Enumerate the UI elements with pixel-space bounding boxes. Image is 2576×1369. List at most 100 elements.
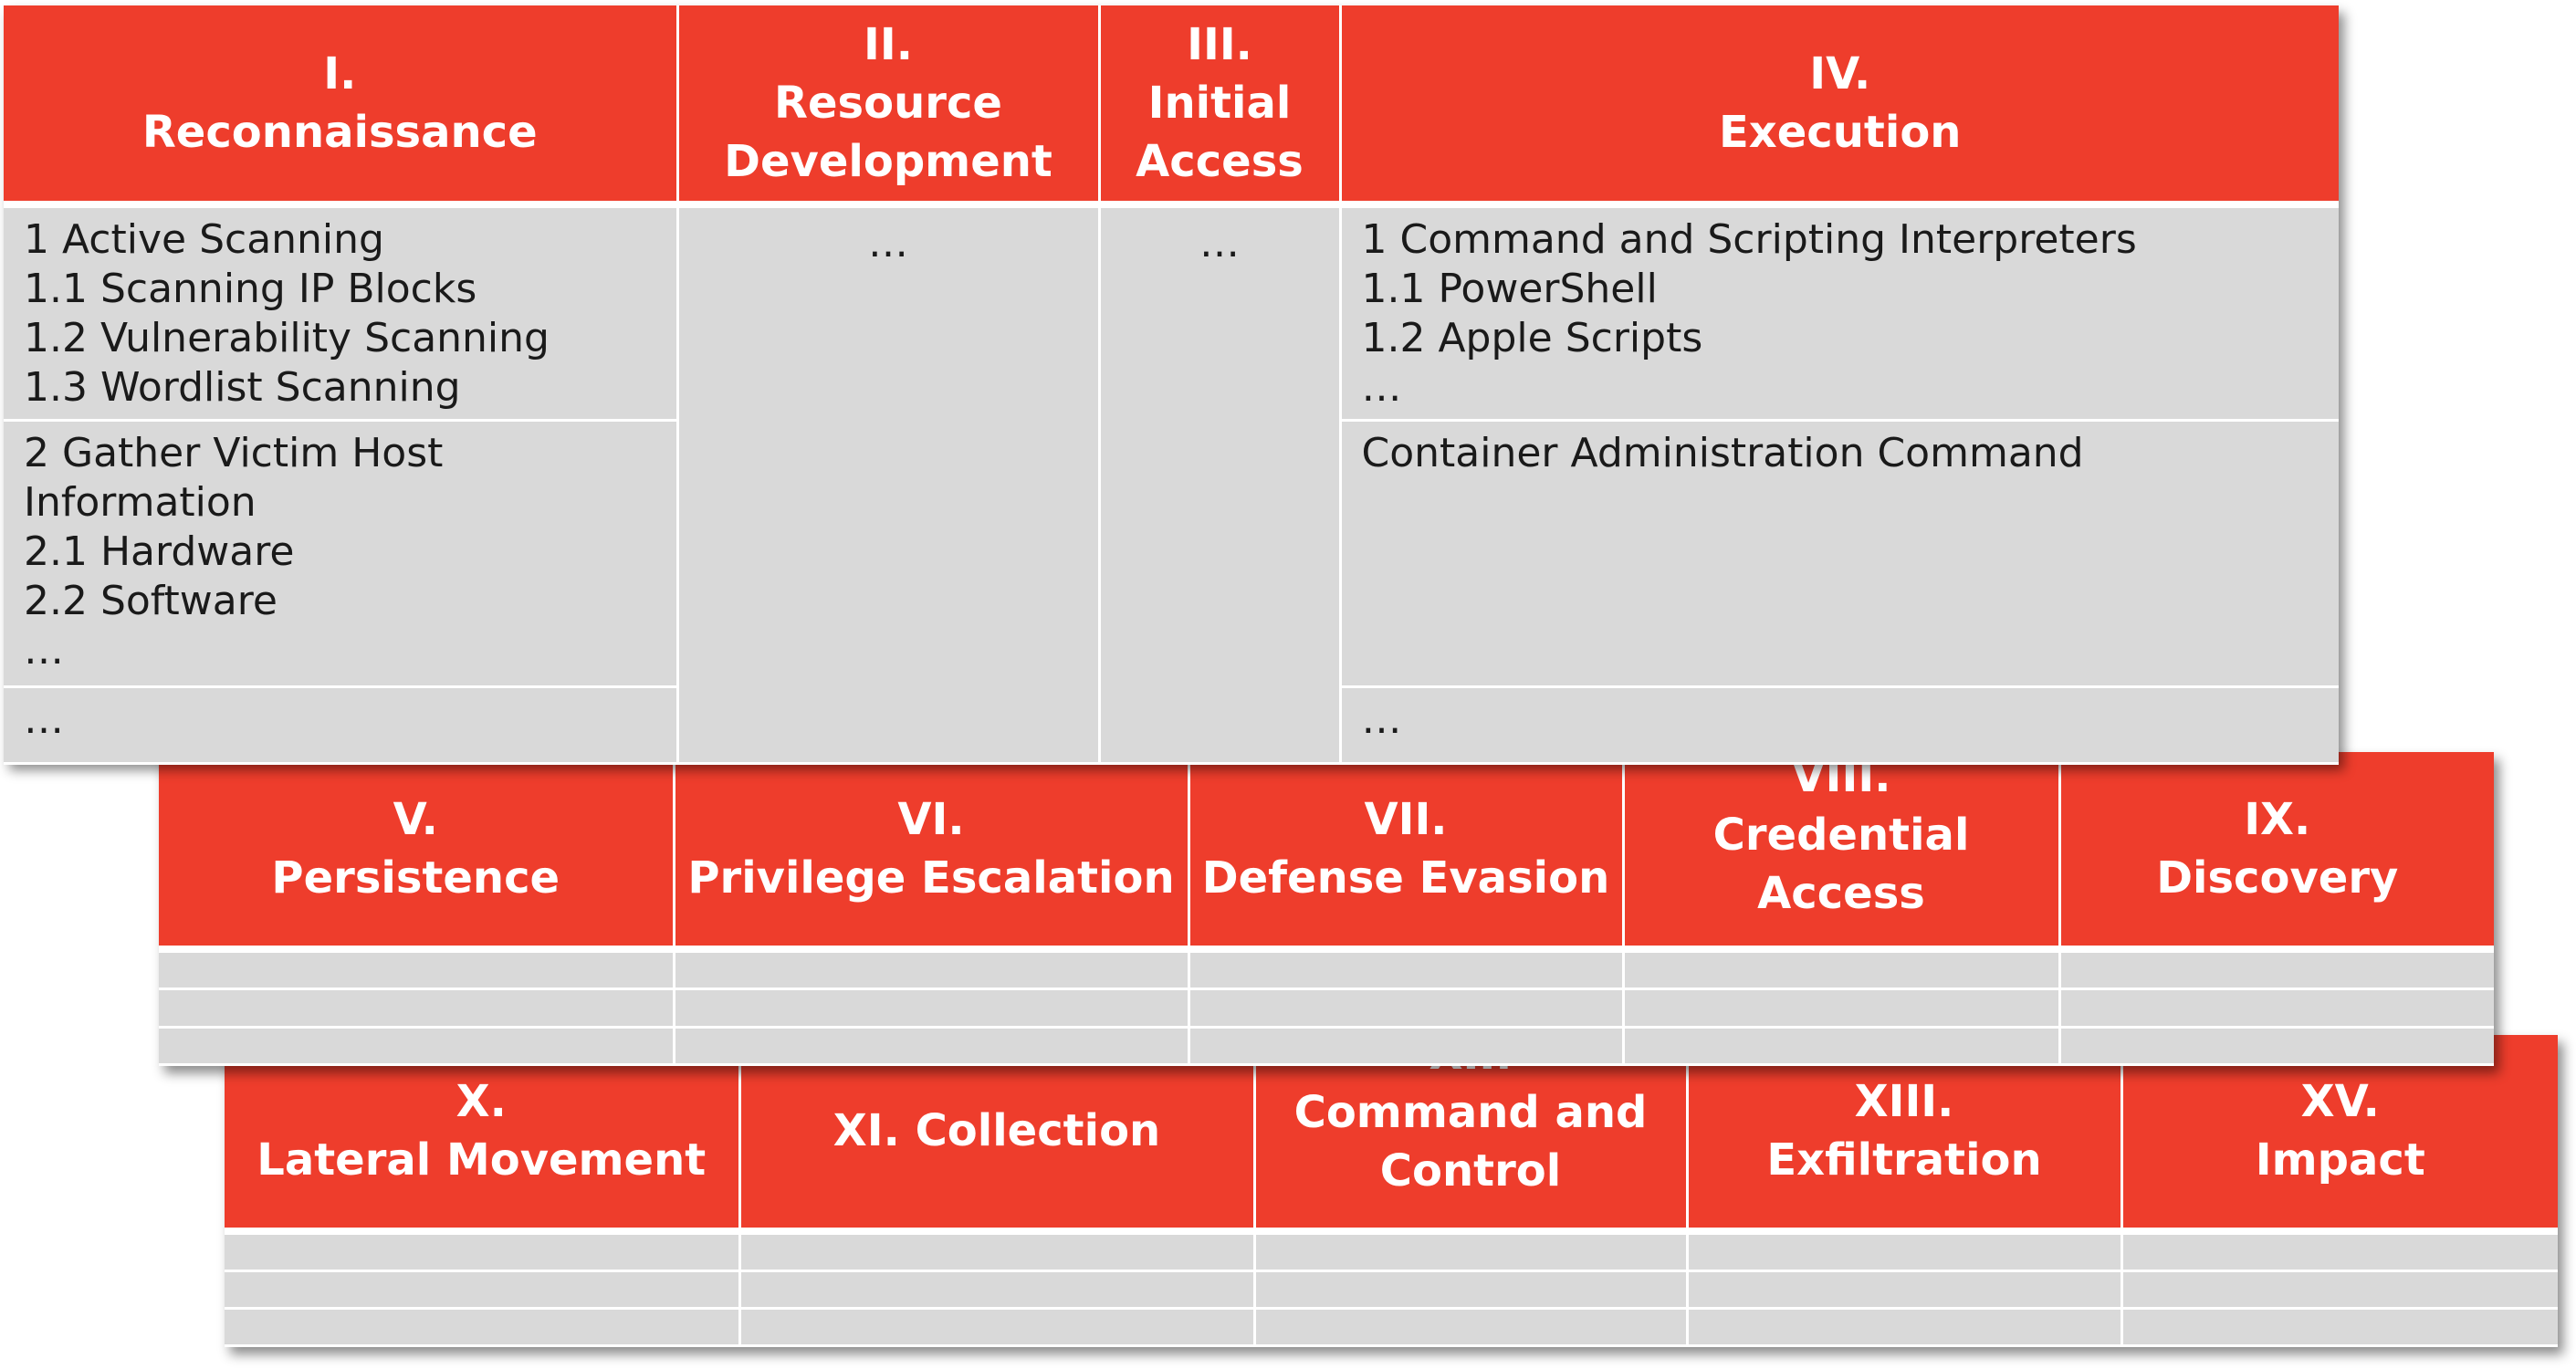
tactics-table-2: V. Persistence VI. Privilege Escalation VI… [159,752,2494,1067]
header-title: Command and Control [1293,1087,1648,1197]
header-number: V. [393,793,438,845]
empty-cell [2121,1308,2558,1348]
header-title: Credential Access [1712,809,1970,919]
header-title: Initial Access [1136,78,1304,187]
empty-cell [674,988,1190,1029]
table-row [159,948,2494,991]
technique-cell: 1 Active Scanning 1.1 Scanning IP Blocks… [4,204,679,422]
technique-line: 1 Active Scanning [24,216,384,263]
header-defense-evasion: VII. Defense Evasion [1189,752,1625,953]
technique-line: Container Administration Command [1361,429,2084,476]
empty-cell [1254,1308,1689,1348]
tactics-table-1-grid: I.Reconnaissance II. Resource Development… [4,5,2339,765]
empty-cell [1189,988,1625,1029]
empty-cell [1687,1308,2123,1348]
header-title: XI. Collection [832,1105,1161,1157]
empty-cell [159,948,675,991]
header-lateral-movement: X.Lateral Movement [225,1035,741,1235]
technique-line: 1.2 Apple Scripts [1361,315,1703,361]
empty-cell [225,1270,741,1310]
header-initial-access: III. Initial Access [1099,5,1342,208]
header-title: Privilege Escalation [687,852,1175,904]
ellipsis-text: … [1361,695,1402,743]
technique-line: 1.1 PowerShell [1361,266,1658,312]
table-row [159,988,2494,1029]
header-number: VII. [1364,793,1448,845]
empty-cell [1189,1027,1625,1067]
table-row: 2 Gather Victim Host Information 2.1 Har… [4,420,2339,688]
header-persistence: V. Persistence [159,752,675,953]
technique-line: 1.1 Scanning IP Blocks [24,266,477,312]
empty-cell [159,988,675,1029]
header-number: VI. [897,793,965,845]
empty-cell [2121,1270,2558,1310]
technique-line: 1.3 Wordlist Scanning [24,364,461,411]
empty-cell [1254,1230,1689,1272]
header-reconnaissance: I.Reconnaissance [4,5,679,208]
header-number: III. [1187,19,1252,70]
header-title: Defense Evasion [1201,852,1610,904]
technique-line: 2.2 Software [24,577,277,624]
empty-cell [225,1230,741,1272]
header-collection: XI. Collection [739,1035,1256,1235]
empty-cell [1623,988,2061,1029]
table-row [225,1308,2558,1348]
tactics-table-2-grid: V. Persistence VI. Privilege Escalation VI… [159,752,2494,1067]
header-credential-access: VIII.Credential Access [1623,752,2061,953]
empty-cell [2059,948,2494,991]
empty-cell [739,1308,1256,1348]
ellipsis-text: … [1199,220,1240,266]
ellipsis-text: … [868,220,908,266]
header-impact: XV.Impact [2121,1035,2558,1235]
technique-cell: … [1340,686,2339,765]
technique-line: … [24,626,64,674]
technique-line: … [1361,364,1402,411]
header-title: Discovery [2156,852,2399,904]
empty-cell [739,1270,1256,1310]
header-title: Exfiltration [1766,1134,2042,1186]
header-title: Persistence [271,852,560,904]
technique-line: 2.1 Hardware [24,528,295,575]
tactics-table-3: X.Lateral Movement XI. Collection XII.Co… [225,1035,2558,1348]
header-discovery: IX. Discovery [2059,752,2494,953]
empty-cell [1623,1027,2061,1067]
empty-cell [1687,1270,2123,1310]
table-row: … … [4,686,2339,765]
header-title: Reconnaissance [141,107,538,158]
header-title: Lateral Movement [257,1134,707,1186]
technique-line: 2 Gather Victim Host Information [24,429,444,526]
empty-cell [674,1027,1190,1067]
tactics-table-1: I.Reconnaissance II. Resource Development… [4,5,2339,765]
header-title: Resource Development [724,78,1052,187]
initial-access-cell: … [1099,204,1342,765]
empty-cell [1687,1230,2123,1272]
table-row [225,1270,2558,1310]
technique-cell: Container Administration Command [1340,420,2339,688]
empty-cell [1623,948,2061,991]
table-row [225,1230,2558,1272]
technique-line: 1.2 Vulnerability Scanning [24,315,550,361]
header-command-and-control: XII.Command and Control [1254,1035,1689,1235]
empty-cell [159,1027,675,1067]
header-number: IV. [1809,48,1871,99]
ellipsis-text: … [24,695,64,743]
header-number: XV. [2300,1076,2380,1128]
technique-cell: 1 Command and Scripting Interpreters 1.1… [1340,204,2339,422]
header-title: Execution [1719,107,1962,158]
empty-cell [1189,948,1625,991]
technique-line: 1 Command and Scripting Interpreters [1361,216,2137,263]
header-exfiltration: XIII.Exfiltration [1687,1035,2123,1235]
tactics-table-3-grid: X.Lateral Movement XI. Collection XII.Co… [225,1035,2558,1348]
header-number: II. [864,19,913,70]
table-row: 1 Active Scanning 1.1 Scanning IP Blocks… [4,204,2339,765]
empty-cell [2059,988,2494,1029]
resource-development-cell: … [677,204,1101,765]
table-row [159,1027,2494,1067]
empty-cell [1254,1270,1689,1310]
header-execution: IV. Execution [1340,5,2339,208]
header-privilege-escalation: VI. Privilege Escalation [674,752,1190,953]
empty-cell [225,1308,741,1348]
technique-cell: 2 Gather Victim Host Information 2.1 Har… [4,420,679,688]
empty-cell [2121,1230,2558,1272]
header-number: IX. [2244,793,2311,845]
